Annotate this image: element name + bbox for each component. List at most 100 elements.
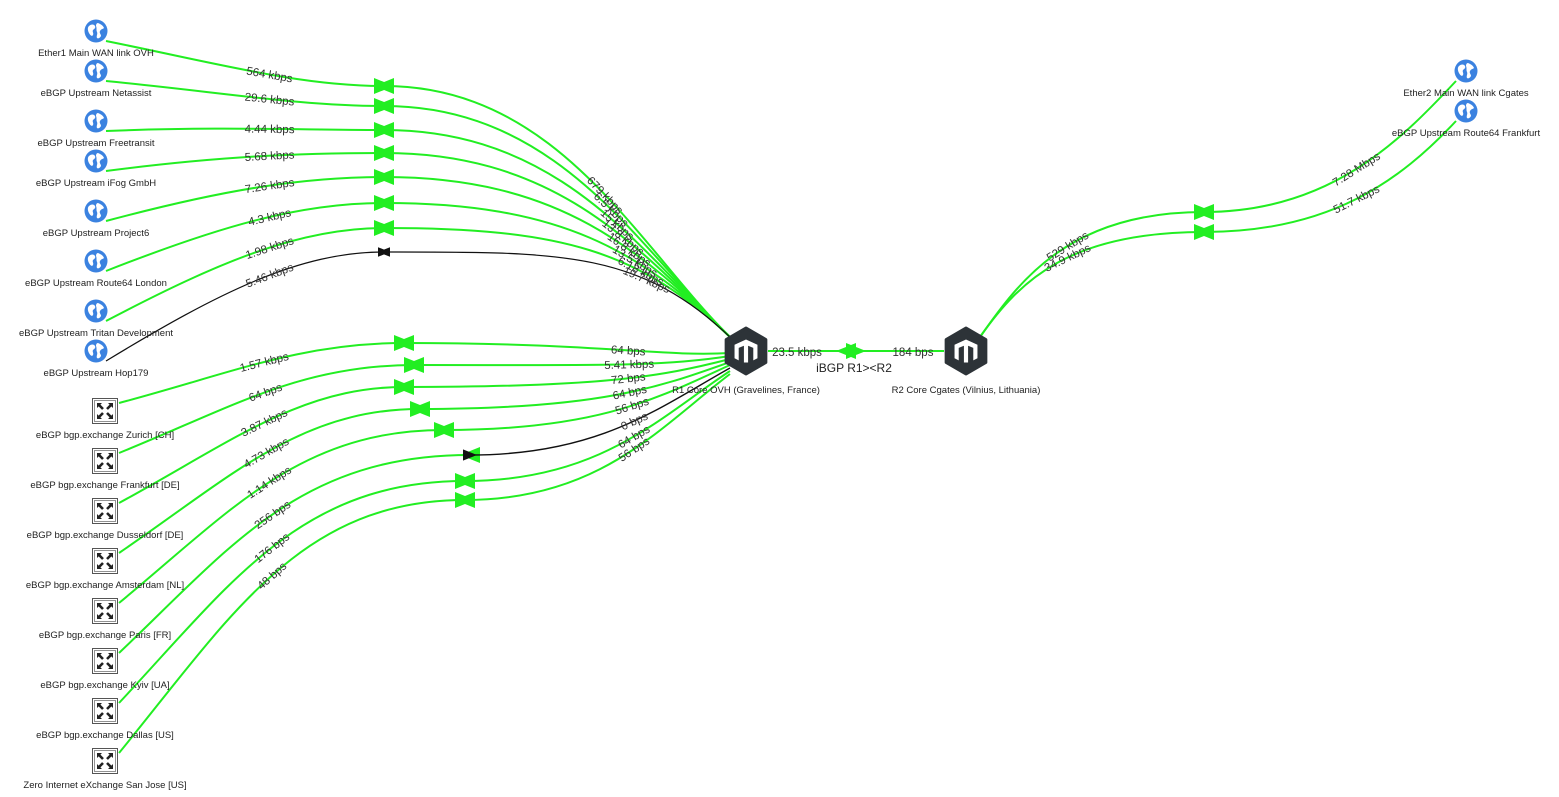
upstream-node-label: eBGP Upstream Tritan Development bbox=[19, 328, 173, 339]
upstream-in-link bbox=[1193, 120, 1457, 241]
exchange-in-traffic: 3.87 kbps bbox=[240, 407, 290, 440]
switch-icon[interactable] bbox=[92, 548, 118, 574]
upstream-out-link bbox=[373, 97, 733, 340]
upstream-in-traffic: 7.26 kbps bbox=[244, 177, 295, 196]
exchange-in-link bbox=[118, 356, 425, 454]
upstream-in-link bbox=[105, 247, 391, 362]
upstream-in-link bbox=[1193, 80, 1457, 221]
exchange-node-label: eBGP bgp.exchange Dallas [US] bbox=[36, 730, 174, 741]
router-r2-label: R2 Core Cgates (Vilnius, Lithuania) bbox=[892, 385, 1041, 396]
exchange-in-link bbox=[118, 491, 476, 754]
upstream-out-link bbox=[373, 194, 733, 340]
upstream-in-link bbox=[105, 194, 395, 272]
upstream-out-link bbox=[377, 247, 733, 340]
upstream-in-traffic: 5.46 kbps bbox=[244, 262, 295, 291]
exchange-node-label: eBGP bgp.exchange Frankfurt [DE] bbox=[30, 480, 179, 491]
exchange-out-link bbox=[409, 361, 731, 418]
upstream-in-traffic: 1.98 kbps bbox=[244, 235, 295, 262]
upstream-in-traffic: 51.7 kbps bbox=[1332, 183, 1382, 216]
exchange-in-traffic: 1.57 kbps bbox=[239, 351, 291, 375]
exchange-in-link bbox=[118, 400, 431, 554]
links-layer bbox=[105, 40, 1457, 754]
exchange-in-link bbox=[118, 446, 481, 654]
upstream-node-label: eBGP Upstream Freetransit bbox=[37, 138, 154, 149]
exchange-out-link bbox=[393, 334, 731, 355]
exchange-in-link bbox=[118, 421, 455, 604]
globe-icon[interactable] bbox=[84, 299, 108, 323]
upstream-in-link bbox=[105, 219, 395, 322]
globe-icon[interactable] bbox=[84, 59, 108, 83]
upstream-out-link bbox=[373, 121, 733, 340]
mikrotik-router-icon[interactable] bbox=[944, 326, 988, 376]
upstream-node-label: eBGP Upstream Route64 London bbox=[25, 278, 167, 289]
exchange-out-link bbox=[393, 358, 731, 396]
upstream-node-label: eBGP Upstream Route64 Frankfurt bbox=[1392, 128, 1541, 139]
switch-icon[interactable] bbox=[92, 698, 118, 724]
exchange-out-link bbox=[403, 355, 731, 373]
globe-icon[interactable] bbox=[84, 19, 108, 43]
exchange-out-link bbox=[454, 373, 731, 509]
switch-icon[interactable] bbox=[92, 398, 118, 424]
upstream-out-link bbox=[979, 223, 1215, 338]
upstream-node-label: eBGP Upstream Hop179 bbox=[44, 368, 149, 379]
nodes-layer: Ether1 Main WAN link OVH eBGP Upstream Ne… bbox=[19, 19, 1541, 791]
router-r1-label: R1 Core OVH (Gravelines, France) bbox=[672, 385, 820, 396]
exchange-node-label: eBGP bgp.exchange Zurich [CH] bbox=[36, 430, 174, 441]
upstream-in-traffic: 4.44 kbps bbox=[245, 124, 295, 137]
exchange-node-label: eBGP bgp.exchange Dusseldorf [DE] bbox=[27, 530, 184, 541]
upstream-node-label: eBGP Upstream iFog GmbH bbox=[36, 178, 156, 189]
upstream-in-traffic: 4.3 kbps bbox=[247, 207, 292, 229]
upstream-in-traffic: 5.68 kbps bbox=[244, 149, 295, 164]
upstream-in-link bbox=[105, 40, 395, 95]
exchange-node-label: Zero Internet eXchange San Jose [US] bbox=[23, 780, 186, 791]
exchange-in-link bbox=[118, 378, 415, 504]
upstream-out-link bbox=[373, 77, 733, 340]
globe-icon[interactable] bbox=[84, 339, 108, 363]
upstream-in-link bbox=[105, 122, 395, 139]
exchange-in-traffic: 176 bps bbox=[253, 531, 293, 566]
switch-icon[interactable] bbox=[92, 448, 118, 474]
exchange-node-label: eBGP bgp.exchange Kyiv [UA] bbox=[40, 680, 169, 691]
exchange-out-traffic: 72 bps bbox=[611, 371, 647, 387]
upstream-node-label: eBGP Upstream Netassist bbox=[41, 88, 152, 99]
ibgp-r1-traffic: 23.5 kbps bbox=[772, 347, 822, 359]
exchange-node-label: eBGP bgp.exchange Paris [FR] bbox=[39, 630, 171, 641]
exchange-node-label: eBGP bgp.exchange Amsterdam [NL] bbox=[26, 580, 184, 591]
upstream-node-label: Ether1 Main WAN link OVH bbox=[38, 48, 154, 59]
upstream-out-link bbox=[373, 219, 733, 340]
ibgp-r2-traffic: 184 bps bbox=[893, 347, 934, 359]
exchange-out-traffic: 64 bps bbox=[611, 344, 646, 358]
exchange-out-link bbox=[462, 367, 731, 461]
globe-icon[interactable] bbox=[84, 149, 108, 173]
upstream-in-link bbox=[105, 80, 395, 115]
exchange-out-link bbox=[433, 364, 731, 439]
upstream-in-traffic: 564 kbps bbox=[245, 66, 293, 86]
upstream-out-link bbox=[373, 168, 733, 340]
exchange-in-link bbox=[118, 472, 476, 704]
mikrotik-router-icon[interactable] bbox=[724, 326, 768, 376]
ibgp-link-label: iBGP R1><R2 bbox=[816, 361, 892, 375]
upstream-node-label: Ether2 Main WAN link Cgates bbox=[1403, 88, 1529, 99]
upstream-in-traffic: 29.6 kbps bbox=[244, 92, 295, 109]
upstream-in-link bbox=[105, 168, 395, 222]
exchange-in-traffic: 256 bps bbox=[253, 499, 294, 532]
globe-icon[interactable] bbox=[1454, 99, 1478, 123]
globe-icon[interactable] bbox=[84, 109, 108, 133]
upstream-node-label: eBGP Upstream Project6 bbox=[43, 228, 149, 239]
globe-icon[interactable] bbox=[1454, 59, 1478, 83]
upstream-in-link bbox=[105, 144, 395, 172]
exchange-out-traffic: 5.41 kbps bbox=[604, 359, 654, 372]
exchange-in-link bbox=[118, 334, 415, 404]
exchange-in-traffic: 1.14 kbps bbox=[245, 464, 294, 501]
upstream-out-link bbox=[373, 144, 733, 340]
switch-icon[interactable] bbox=[92, 648, 118, 674]
globe-icon[interactable] bbox=[84, 249, 108, 273]
switch-icon[interactable] bbox=[92, 498, 118, 524]
switch-icon[interactable] bbox=[92, 748, 118, 774]
globe-icon[interactable] bbox=[84, 199, 108, 223]
switch-icon[interactable] bbox=[92, 598, 118, 624]
exchange-in-traffic: 64 bps bbox=[247, 382, 284, 405]
upstream-out-link bbox=[979, 203, 1215, 338]
